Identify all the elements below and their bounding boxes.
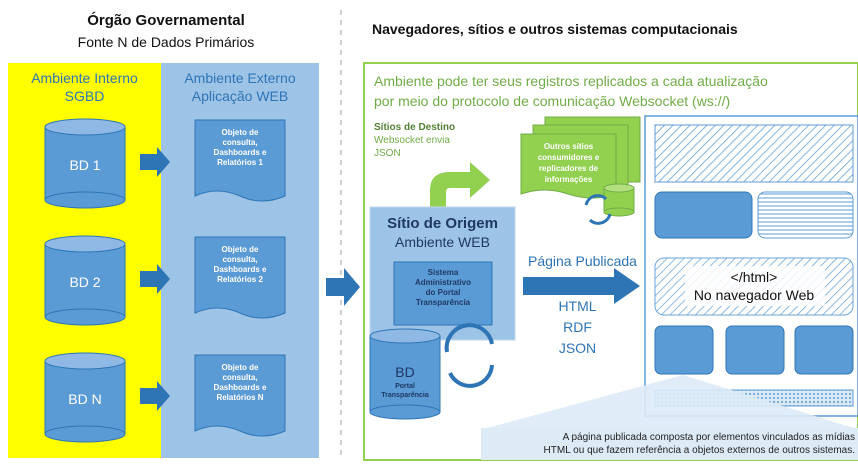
doc-text-1: Objeto de consulta, Dashboards e Relatór…: [195, 128, 285, 168]
doc2-line: Objeto de: [221, 245, 259, 254]
page-tile-2: [725, 325, 785, 375]
destination-title: Sítios de Destino: [374, 122, 456, 133]
database-cylinder-n: [44, 352, 126, 443]
page-tile-3: [794, 325, 854, 375]
replication-env-line1: Ambiente pode ter seus registros replica…: [374, 73, 768, 89]
origin-title: Sítio de Origem: [387, 215, 498, 232]
replication-env-label: Ambiente pode ter seus registros replica…: [374, 71, 768, 111]
page-block-right: [757, 191, 854, 239]
callout-line1: A página publicada composta por elemento…: [562, 432, 855, 443]
portal-sub-line: Portal: [395, 383, 415, 390]
doc1-line: Dashboards e: [213, 148, 267, 157]
portal-sync-icon: [444, 323, 494, 388]
system-text: Sistema Administrativo do Portal Transpa…: [394, 268, 492, 308]
docn-line: consulta,: [222, 373, 258, 382]
others-line: Outros sítios: [543, 142, 594, 151]
page-tile-1: [654, 325, 714, 375]
callout-box: [481, 428, 858, 460]
document-shape-n: [194, 354, 286, 437]
format-html: HTML: [558, 298, 597, 314]
origin-label: Sítio de Origem Ambiente WEB: [370, 214, 515, 252]
green-small-cylinder: [603, 183, 635, 217]
formats-list: HTML RDF JSON: [530, 296, 625, 359]
system-line: Sistema: [427, 268, 459, 277]
browser-text: No navegador Web: [693, 287, 815, 303]
arrow-bdn: [140, 381, 170, 411]
replication-env-line2: por meio do protocolo de comunicação Web…: [374, 93, 731, 109]
bd1-label: BD 1: [69, 157, 101, 173]
doc-text-2: Objeto de consulta, Dashboards e Relatór…: [195, 245, 285, 285]
others-line: consumidores e: [537, 153, 600, 162]
others-line: informações: [544, 175, 593, 184]
left-title: Órgão Governamental: [87, 12, 245, 29]
left-subtitle: Fonte N de Dados Primários: [77, 34, 255, 50]
format-rdf: RDF: [563, 319, 592, 335]
bdn-label: BD N: [68, 391, 102, 407]
docn-line: Dashboards e: [213, 383, 267, 392]
bd2-label: BD 2: [69, 274, 101, 290]
external-env-label-line2: Aplicação WEB: [191, 88, 289, 104]
docn-line: Relatórios N: [216, 393, 264, 402]
document-shape-2: [194, 236, 286, 319]
others-text: Outros sítios consumidores e replicadore…: [521, 141, 616, 185]
origin-subtitle: Ambiente WEB: [395, 234, 490, 250]
internal-env-label-line2: SGBD: [64, 88, 105, 104]
arrow-bd2: [140, 264, 170, 294]
callout-pointer: [487, 375, 854, 428]
published-label: Página Publicada: [528, 253, 637, 269]
internal-env-label: Ambiente Interno SGBD: [8, 69, 161, 105]
right-title: Navegadores, sítios e outros sistemas co…: [372, 21, 738, 37]
doc2-line: Dashboards e: [213, 265, 267, 274]
portal-label: BD Portal Transparência: [370, 364, 440, 400]
doc2-line: Relatórios 2: [217, 275, 263, 284]
system-line: Transparência: [415, 298, 471, 307]
docn-line: Objeto de: [221, 363, 259, 372]
destination-line3: JSON: [374, 148, 401, 159]
page-block-left: [654, 191, 753, 239]
internal-env-label-line1: Ambiente Interno: [31, 70, 138, 86]
doc2-line: consulta,: [222, 255, 258, 264]
browser-label: </html> No navegador Web: [655, 268, 853, 304]
external-env-label-line1: Ambiente Externo: [184, 70, 296, 86]
system-line: Administrativo: [414, 278, 471, 287]
doc1-line: consulta,: [222, 138, 258, 147]
portal-bd-label: BD: [395, 364, 415, 380]
format-json: JSON: [558, 340, 597, 356]
green-arrow: [430, 162, 490, 208]
system-line: do Portal: [425, 288, 461, 297]
doc1-line: Relatórios 1: [217, 158, 263, 167]
published-arrow: [523, 268, 640, 304]
doc-text-n: Objeto de consulta, Dashboards e Relatór…: [195, 363, 285, 403]
database-cylinder-1: [44, 118, 126, 209]
external-env-label: Ambiente Externo Aplicação WEB: [161, 69, 319, 105]
others-line: replicadores de: [538, 164, 599, 173]
callout-note: A página publicada composta por elemento…: [481, 431, 855, 457]
portal-sub-line: Transparência: [381, 392, 429, 399]
arrow-to-right-panel: [326, 268, 360, 306]
page-banner: [654, 124, 854, 183]
html-tag-label: </html>: [730, 269, 778, 285]
destination-label: Sítios de Destino Websocket envia JSON: [374, 121, 455, 160]
document-shape-1: [194, 119, 286, 202]
database-cylinder-2: [44, 235, 126, 326]
callout-line2: HTML ou que fazem referência a objetos e…: [543, 445, 855, 456]
green-sync-icon: [584, 194, 612, 225]
arrow-bd1: [140, 147, 170, 177]
doc1-line: Objeto de: [221, 128, 259, 137]
page-content-label-bg: [685, 266, 825, 306]
portal-cylinder: [369, 328, 441, 420]
system-box: [393, 261, 493, 326]
destination-line2: Websocket envia: [374, 135, 450, 146]
